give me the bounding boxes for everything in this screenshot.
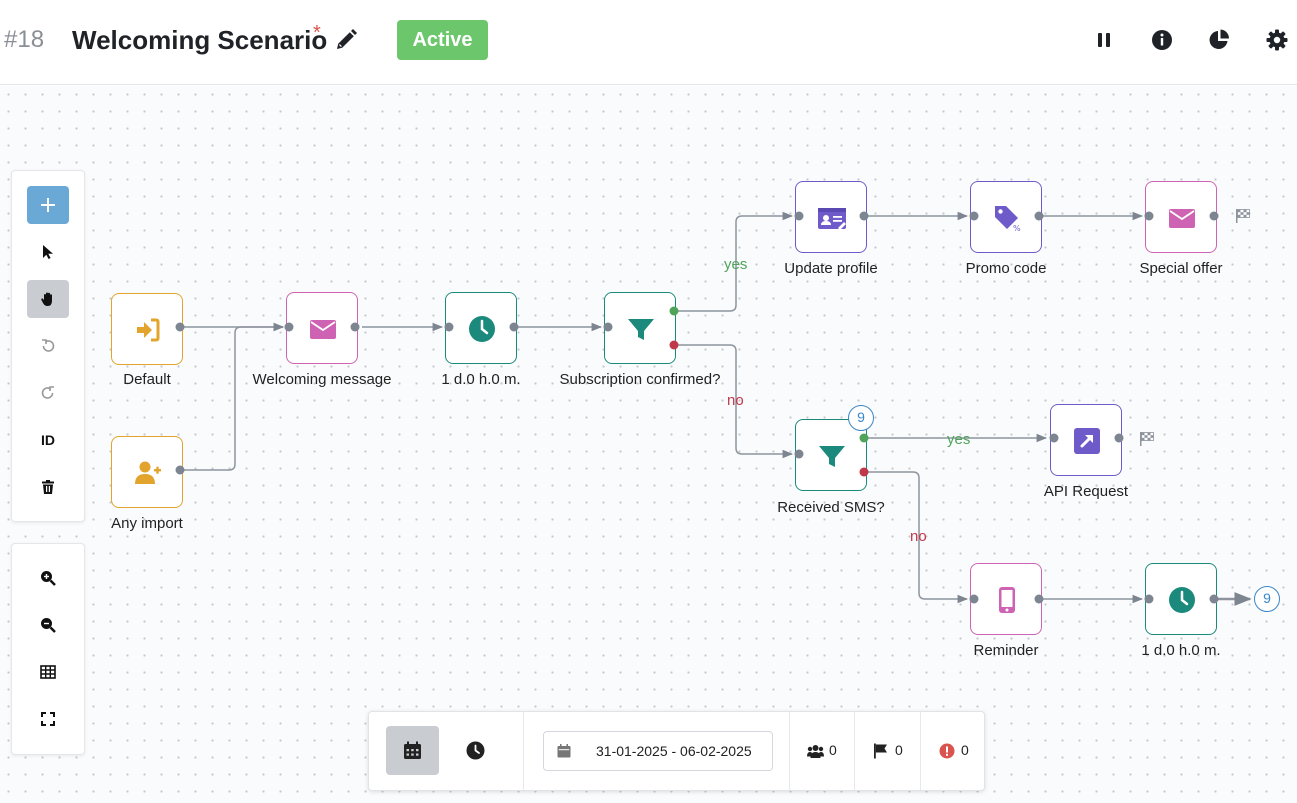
- users-icon: [807, 745, 824, 758]
- node-label: Any import: [111, 515, 183, 532]
- envelope-icon: [310, 320, 336, 339]
- node-label: Reminder: [973, 642, 1039, 659]
- branch-yes-label: yes: [724, 256, 748, 273]
- grid-icon: [40, 665, 56, 679]
- node-label: Default: [123, 371, 171, 388]
- node-reminder[interactable]: [970, 563, 1042, 635]
- zoom-out-icon: [41, 618, 56, 633]
- pan-tool-button[interactable]: [27, 280, 69, 318]
- gear-icon[interactable]: [1265, 28, 1289, 52]
- zoom-out-button[interactable]: [27, 606, 69, 644]
- undo-button[interactable]: [27, 327, 69, 365]
- select-tool-button[interactable]: [27, 233, 69, 271]
- add-node-button[interactable]: [27, 186, 69, 224]
- node-update-profile[interactable]: [795, 181, 867, 253]
- finish-flag-icon: [1140, 432, 1154, 446]
- error-icon: [939, 743, 955, 759]
- contacts-count: 0: [829, 742, 837, 758]
- node-api-request[interactable]: [1050, 404, 1122, 476]
- pencil-icon[interactable]: [334, 28, 358, 52]
- editor-toolbar: ID: [11, 170, 85, 522]
- branch-no-label: no: [910, 528, 927, 545]
- errors-stat[interactable]: 0: [939, 741, 975, 761]
- node-label: Subscription confirmed?: [559, 371, 721, 388]
- node-label: Welcoming message: [252, 371, 392, 388]
- realtime-mode-button[interactable]: [449, 726, 502, 775]
- undo-icon: [42, 339, 55, 352]
- node-count-badge: 9: [848, 405, 874, 431]
- scenario-header: #18 Welcoming Scenario * Active: [0, 0, 1297, 85]
- node-label: Promo code: [965, 260, 1047, 277]
- info-icon[interactable]: [1150, 28, 1174, 52]
- expand-icon: [41, 712, 55, 726]
- redo-icon: [41, 386, 54, 399]
- node-welcoming-message[interactable]: [286, 292, 358, 364]
- node-delay[interactable]: [445, 292, 517, 364]
- node-any-import[interactable]: [111, 436, 183, 508]
- calendar-mode-button[interactable]: [386, 726, 439, 775]
- trash-icon: [42, 480, 54, 494]
- scenario-id: #18: [4, 26, 45, 53]
- errors-count: 0: [961, 742, 969, 758]
- node-subscription-filter[interactable]: [604, 292, 676, 364]
- fullscreen-button[interactable]: [27, 700, 69, 738]
- zoom-toolbar: [11, 543, 85, 755]
- statistics-bar: 31-01-2025 - 06-02-2025 0 0 0: [368, 711, 985, 791]
- filter-icon: [819, 446, 845, 467]
- finished-stat[interactable]: 0: [873, 741, 909, 761]
- node-label: Special offer: [1139, 260, 1223, 277]
- clock-icon: [466, 741, 485, 760]
- cursor-icon: [43, 245, 53, 259]
- branch-yes-label: yes: [947, 431, 971, 448]
- delete-button[interactable]: [27, 468, 69, 506]
- node-label: 1 d.0 h.0 m.: [1141, 642, 1221, 659]
- zoom-in-button[interactable]: [27, 559, 69, 597]
- zoom-in-icon: [41, 571, 56, 586]
- node-label: Received SMS?: [777, 499, 885, 516]
- node-delay[interactable]: [1145, 563, 1217, 635]
- date-range-value: 31-01-2025 - 06-02-2025: [596, 743, 752, 759]
- node-label: API Request: [1043, 483, 1129, 500]
- node-special-offer[interactable]: [1145, 181, 1217, 253]
- user-plus-icon: [135, 461, 161, 484]
- contacts-stat[interactable]: 0: [807, 741, 843, 761]
- pie-chart-icon[interactable]: [1207, 28, 1231, 52]
- unsaved-indicator: *: [313, 22, 321, 44]
- node-label: 1 d.0 h.0 m.: [441, 371, 521, 388]
- envelope-icon: [1169, 209, 1195, 228]
- clock-icon: [469, 316, 495, 342]
- node-label: Update profile: [784, 260, 878, 277]
- finish-flag-icon: [1236, 209, 1250, 223]
- branch-no-label: no: [727, 392, 744, 409]
- date-range-picker[interactable]: 31-01-2025 - 06-02-2025: [543, 731, 773, 771]
- svg-text:%: %: [1013, 224, 1021, 232]
- calendar-icon: [557, 744, 571, 758]
- external-link-icon: [1074, 428, 1100, 454]
- tag-icon: %: [995, 206, 1021, 232]
- id-card-icon: [818, 208, 846, 230]
- status-badge[interactable]: Active: [397, 20, 488, 60]
- mobile-icon: [999, 587, 1015, 613]
- clock-icon: [1169, 587, 1195, 613]
- flag-icon: [874, 743, 887, 759]
- pause-icon[interactable]: [1092, 28, 1116, 52]
- scenario-title: Welcoming Scenario: [72, 25, 328, 55]
- node-received-sms-filter[interactable]: [795, 419, 867, 491]
- hand-icon: [41, 292, 52, 306]
- node-default[interactable]: [111, 293, 183, 365]
- sign-in-icon: [137, 318, 160, 342]
- node-promo-code[interactable]: %: [970, 181, 1042, 253]
- toggle-ids-button[interactable]: ID: [41, 432, 55, 448]
- calendar-icon: [404, 741, 421, 759]
- goto-step-badge[interactable]: 9: [1254, 586, 1280, 612]
- finished-count: 0: [895, 742, 903, 758]
- filter-icon: [628, 319, 654, 340]
- grid-button[interactable]: [27, 653, 69, 691]
- redo-button[interactable]: [27, 374, 69, 412]
